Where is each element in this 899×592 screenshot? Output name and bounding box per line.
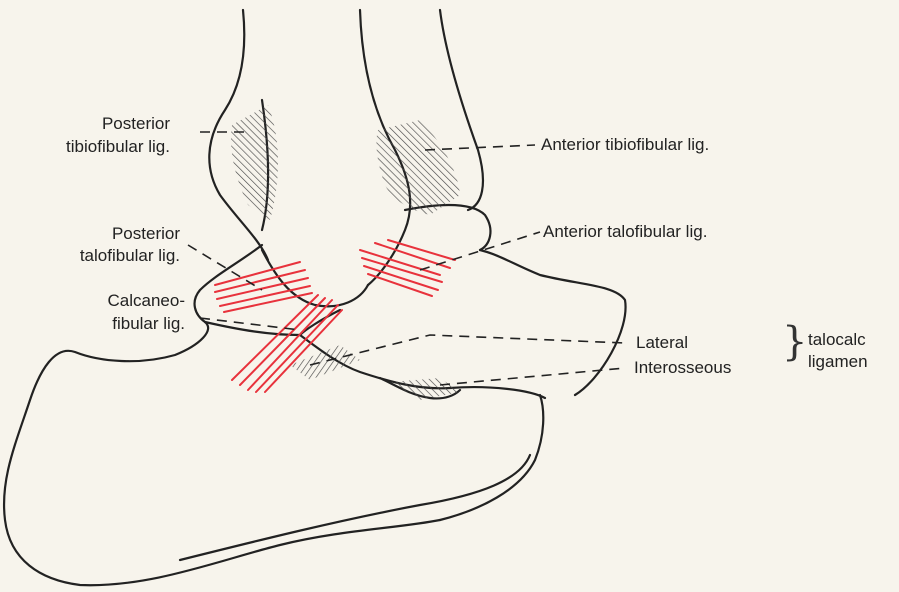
label-interosseous: Interosseous (634, 358, 731, 378)
label-posterior-talofibular-1: Posterior (40, 224, 180, 244)
label-posterior-tibiofibular-1: Posterior (40, 114, 170, 134)
posterior-talofibular-ligament (215, 262, 312, 312)
talus-neck (480, 250, 626, 395)
label-talocalcaneal-1: talocalc (808, 330, 866, 350)
label-anterior-tibiofibular: Anterior tibiofibular lig. (541, 135, 709, 155)
label-calcaneofibular-2: fibular lig. (40, 314, 185, 334)
label-calcaneofibular-1: Calcaneo- (40, 291, 185, 311)
talocalcaneal-brace-icon: } (782, 322, 807, 362)
anterior-talofibular-ligament (360, 240, 455, 296)
lateral-talocalcaneal-ligament (290, 345, 360, 380)
label-lateral: Lateral (636, 333, 688, 353)
leader-interosseous (440, 368, 625, 385)
label-anterior-talofibular: Anterior talofibular lig. (543, 222, 707, 242)
talus-dome (405, 205, 490, 250)
posterior-tibiofibular-ligament (231, 105, 278, 220)
label-posterior-tibiofibular-2: tibiofibular lig. (10, 137, 170, 157)
calcaneofibular-ligament (232, 295, 342, 392)
anterior-tibiofibular-ligament (376, 120, 460, 215)
label-posterior-talofibular-2: talofibular lig. (20, 246, 180, 266)
label-talocalcaneal-2: ligamen (808, 352, 868, 372)
